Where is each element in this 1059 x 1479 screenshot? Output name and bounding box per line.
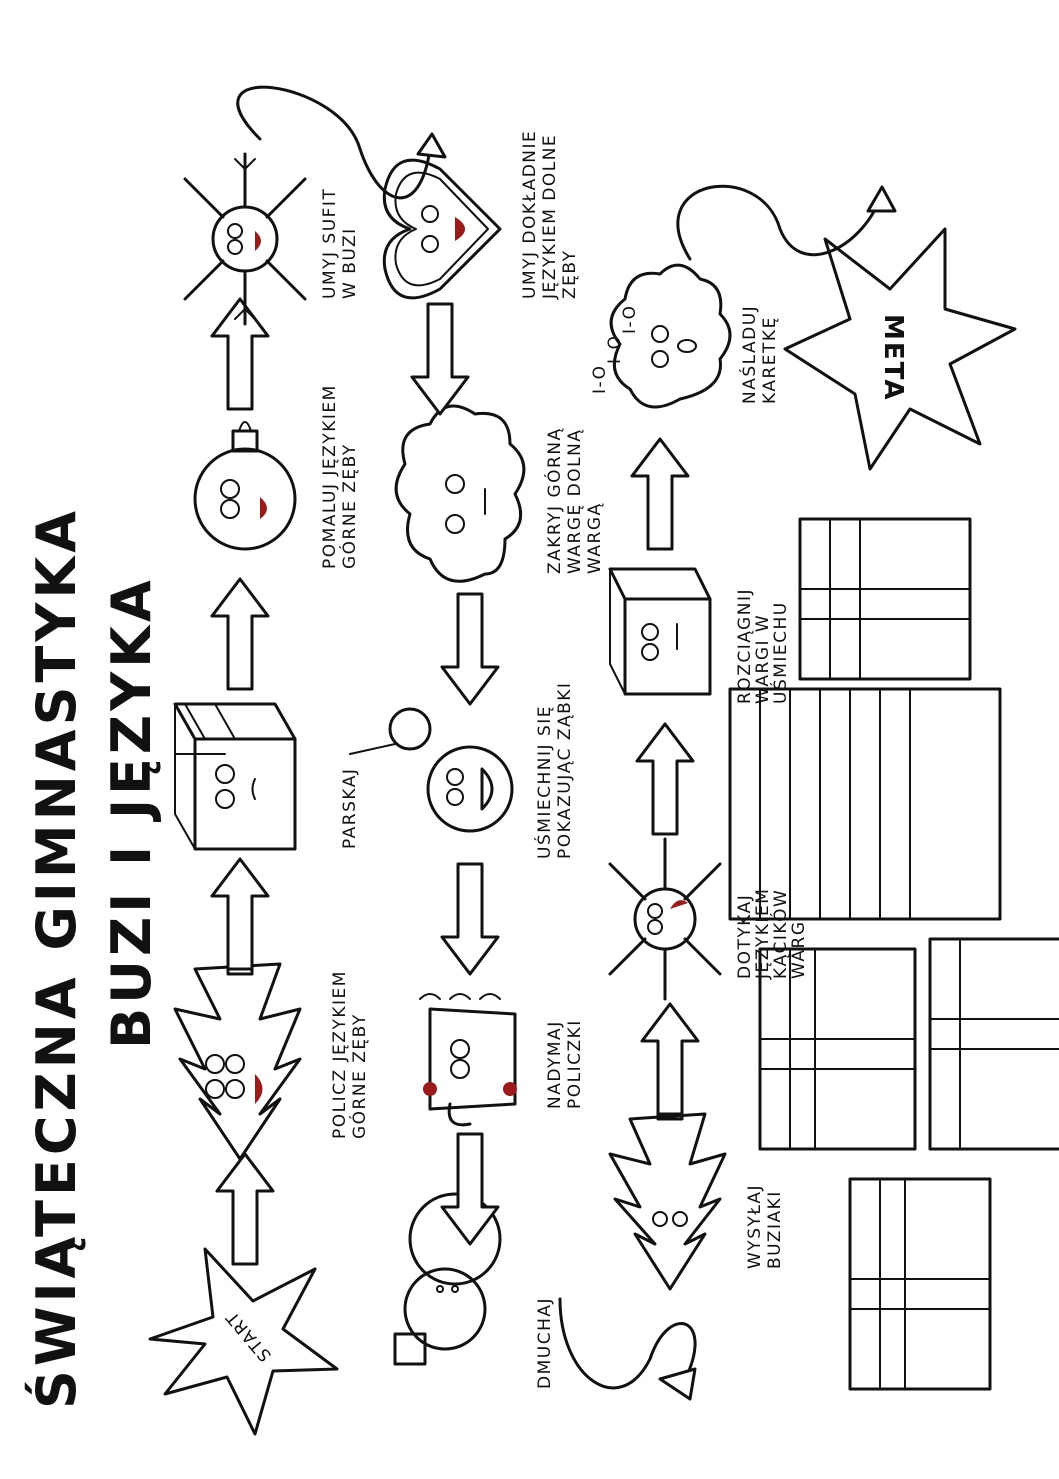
step1-label-b: GÓRNE ZĘBY — [348, 1013, 370, 1139]
arrow-4-icon — [212, 299, 268, 409]
arrow-7-icon — [442, 594, 498, 704]
siren-1: I-O — [590, 364, 610, 394]
meta-star-icon: META — [785, 229, 1015, 469]
gift-box-icon: PARSKAJ — [175, 704, 360, 849]
ornament-bauble-icon: POMALUJ JĘZYKIEM GÓRNE ZĘBY — [195, 384, 360, 569]
arrow-6-icon — [442, 864, 498, 974]
smile-ornament-icon: UŚMIECHNIJ SIĘ POKAZUJĄC ZĄBKI — [350, 682, 575, 859]
arrow-5-icon — [442, 1134, 498, 1244]
step13-label-a: NAŚLADUJ — [738, 305, 760, 404]
step12-label-a: ROZCIĄGNIJ — [735, 588, 755, 704]
title-line-2: BUZI I JĘZYKA — [100, 576, 163, 1049]
start-star-icon: START — [150, 1249, 337, 1434]
arrow-8-icon — [412, 304, 468, 414]
step11-label-c: KĄCIKÓW — [769, 889, 791, 979]
christmas-tree-icon: POLICZ JĘZYKIEM GÓRNE ZĘBY — [175, 952, 370, 1159]
start-label: START — [222, 1306, 276, 1365]
snowflake-icon: UMYJ SUFIT W BUZI — [185, 154, 360, 324]
siren-3: I-O — [620, 304, 640, 334]
mug-icon: NADYMAJ POLICZKI — [420, 994, 585, 1125]
gift-box-2-icon: ROZCIĄGNIJ WARGI W UŚMIECHU — [610, 569, 791, 704]
cloud-icon: ZAKRYJ GÓRNĄ WARGĘ DOLNĄ WARGĄ — [396, 406, 605, 581]
step7-label-b: POKAZUJĄC ZĄBKI — [555, 682, 575, 859]
curve-arrow-right-icon — [678, 186, 880, 259]
step4-label-b: W BUZI — [340, 227, 360, 299]
step6-label-b: WARGĘ DOLNĄ — [565, 429, 585, 574]
cloud-2-icon: I-O I-O I-O NAŚLADUJ KARETKĘ — [590, 265, 780, 407]
arrow-10-icon — [637, 724, 693, 834]
step5-label-a: UMYJ DOKŁADNIE — [520, 130, 540, 299]
step11-label-a: DOTYKAJ — [735, 894, 755, 979]
siren-2: I-O — [605, 334, 625, 364]
step5-label-b: JĘZYKIEM DOLNE — [540, 134, 560, 300]
arrow-3-icon — [212, 579, 268, 689]
step8-label-a: NADYMAJ — [545, 1020, 565, 1109]
step10-label-a: WYSYŁAJ — [745, 1184, 765, 1269]
meta-label: META — [878, 314, 908, 401]
arrow-9-icon — [642, 1004, 698, 1114]
step11-label-b: JĘZYKIEM — [753, 888, 773, 980]
step5-label-c: ZĘBY — [560, 249, 580, 299]
step6-label-c: WARGĄ — [585, 502, 605, 574]
arrow-11-icon — [632, 439, 688, 549]
step3-label-a: POMALUJ JĘZYKIEM — [320, 384, 340, 569]
step10-label-b: BUZIAKI — [765, 1190, 785, 1269]
step7-label-a: UŚMIECHNIJ SIĘ — [533, 705, 555, 859]
step1-label-a: POLICZ JĘZYKIEM — [330, 970, 350, 1139]
step9-label: DMUCHAJ — [535, 1297, 555, 1389]
step2-label: PARSKAJ — [340, 768, 360, 849]
step6-label-a: ZAKRYJ GÓRNĄ — [543, 427, 565, 574]
step8-label-b: POLICZKI — [565, 1019, 585, 1109]
step3-label-b: GÓRNE ZĘBY — [338, 443, 360, 569]
step4-label-a: UMYJ SUFIT — [320, 188, 340, 299]
arrow-1-icon — [217, 1154, 273, 1264]
arrow-2-icon — [212, 859, 268, 969]
step13-label-b: KARETKĘ — [760, 316, 780, 404]
gingerbread-heart-icon: UMYJ DOKŁADNIE JĘZYKIEM DOLNE ZĘBY — [384, 130, 580, 300]
title-line-1: ŚWIĄTECZNA GIMNASTYKA — [25, 507, 88, 1409]
